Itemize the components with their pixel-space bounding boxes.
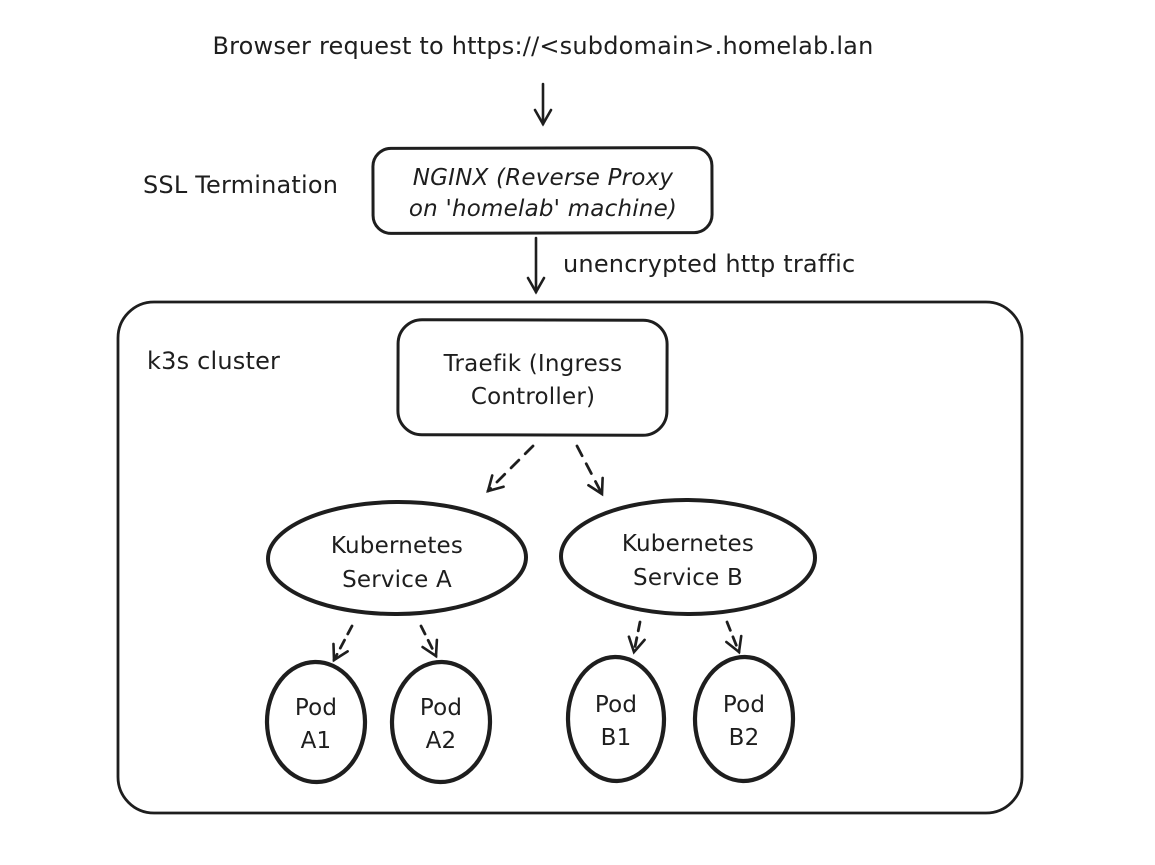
pod-b2-label-line1: Pod [723, 692, 765, 718]
arrow-service-b-to-pod-b2 [725, 620, 743, 655]
nginx-node: NGINX (Reverse Proxy on 'homelab' machin… [371, 146, 714, 235]
pod-b1-label-line1: Pod [595, 692, 637, 718]
pod-a1-node: Pod A1 [264, 659, 368, 785]
pod-a2-label-line2: A2 [426, 728, 457, 754]
arrow-traefik-to-service-a [486, 444, 535, 493]
service-a-label-line1: Kubernetes [331, 533, 463, 559]
service-b-label-line2: Service B [633, 565, 743, 591]
pod-b2-label-line2: B2 [729, 725, 760, 751]
traefik-node: Traefik (Ingress Controller) [396, 318, 669, 437]
traefik-node-label-line2: Controller) [471, 384, 595, 410]
service-b-node: Kubernetes Service B [559, 497, 817, 617]
nginx-node-label-line2: on 'homelab' machine) [409, 196, 677, 222]
service-a-label-line2: Service A [342, 567, 452, 593]
k3s-cluster-label: k3s cluster [147, 347, 280, 375]
arrow-service-b-to-pod-b1 [627, 620, 646, 655]
browser-request-label: Browser request to https://<subdomain>.h… [212, 32, 873, 60]
service-b-label-line1: Kubernetes [622, 531, 754, 557]
arrow-service-a-to-pod-a2 [419, 624, 439, 659]
nginx-node-label-line1: NGINX (Reverse Proxy [413, 165, 674, 191]
pod-b1-label-line2: B1 [601, 725, 632, 751]
arrow-traefik-to-service-b [575, 444, 604, 497]
ssl-termination-label: SSL Termination [143, 171, 338, 199]
traefik-node-label-line1: Traefik (Ingress [443, 351, 623, 377]
arrow-service-a-to-pod-a1 [332, 624, 354, 663]
pod-a1-label-line1: Pod [295, 695, 337, 721]
pod-a2-node: Pod A2 [389, 659, 493, 785]
unencrypted-traffic-label: unencrypted http traffic [563, 250, 855, 278]
pod-b2-node: Pod B2 [692, 654, 796, 784]
pod-a1-label-line2: A1 [301, 728, 332, 754]
pod-a2-label-line1: Pod [420, 695, 462, 721]
service-a-node: Kubernetes Service A [266, 499, 528, 617]
pod-b1-node: Pod B1 [565, 654, 667, 784]
